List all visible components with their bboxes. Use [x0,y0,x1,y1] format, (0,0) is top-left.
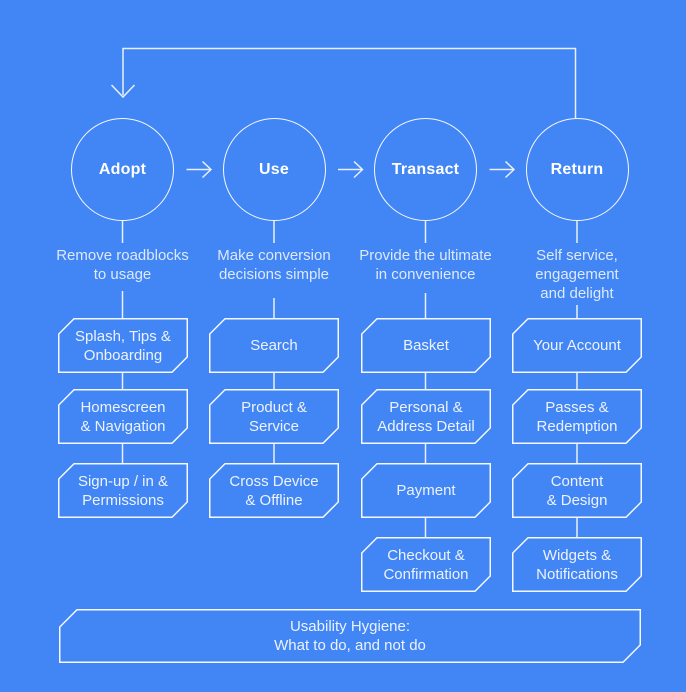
stage-circle-return: Return [525,118,629,221]
stage-label-use: Use [259,160,289,178]
stage-description-transact: Provide the ultimate in convenience [359,247,492,283]
step-box-splash-tips-onboarding: Splash, Tips & Onboarding [58,318,188,373]
step-box-personal-address-detail: Personal & Address Detail [361,389,491,444]
step-box-payment: Payment [361,463,491,518]
step-box-outline [361,537,491,592]
step-box-outline [512,389,642,444]
step-label: Splash, Tips & Onboarding [75,327,171,364]
arrow-transact-to-return-icon [489,160,516,179]
step-box-outline [58,318,188,373]
step-box-outline [512,318,642,373]
step-label: Checkout & Confirmation [383,546,469,583]
step-box-basket: Basket [361,318,491,373]
step-label: Sign-up / in & Permissions [77,472,169,509]
step-box-outline [209,463,339,518]
step-box-homescreen-navigation: Homescreen & Navigation [58,389,188,444]
step-box-outline [209,318,339,373]
step-box-product-service: Product & Service [209,389,339,444]
step-label: Basket [403,337,449,354]
step-label: Your Account [533,337,621,354]
arrow-use-to-transact-icon [338,160,364,179]
step-box-checkout-confirmation: Checkout & Confirmation [361,537,491,592]
step-label: Product & Service [241,398,307,435]
step-box-your-account: Your Account [512,318,642,373]
step-label: Passes & Redemption [536,398,618,435]
step-box-outline [58,389,188,444]
stage-description-adopt: Remove roadblocks to usage [56,247,189,283]
feedback-arrowhead-icon [110,84,136,99]
footer-banner: Usability Hygiene: What to do, and not d… [59,609,641,663]
step-box-outline [58,463,188,518]
stage-circle-adopt: Adopt [71,118,174,221]
step-box-signup-permissions: Sign-up / in & Permissions [58,463,188,518]
step-box-passes-redemption: Passes & Redemption [512,389,642,444]
step-box-outline [209,389,339,444]
stage-description-use: Make conversion decisions simple [217,247,331,283]
step-label: Search [250,337,298,354]
step-label: Homescreen & Navigation [80,398,166,435]
stage-label-transact: Transact [391,160,460,178]
step-box-outline [512,463,642,518]
stage-circle-transact: Transact [374,118,477,221]
step-box-outline [512,537,642,592]
footer-banner-outline [59,609,641,663]
step-box-outline [361,318,491,373]
step-label: Personal & Address Detail [377,398,475,435]
step-label: Cross Device & Offline [229,472,319,509]
feedback-loop-line [122,47,577,118]
step-box-content-design: Content & Design [512,463,642,518]
step-box-search: Search [209,318,339,373]
step-box-cross-device-offline: Cross Device & Offline [209,463,339,518]
arrow-adopt-to-use-icon [186,160,213,179]
stage-circle-use: Use [222,118,326,221]
footer-banner-text: Usability Hygiene: What to do, and not d… [274,618,426,654]
step-label: Payment [396,482,456,499]
step-box-outline [361,463,491,518]
stage-label-return: Return [550,160,604,178]
step-box-outline [361,389,491,444]
stage-label-adopt: Adopt [98,160,147,178]
step-box-widgets-notifications: Widgets & Notifications [512,537,642,592]
stage-description-return: Self service, engagement and delight [535,247,619,302]
step-label: Widgets & Notifications [536,546,618,583]
step-label: Content & Design [546,472,608,509]
